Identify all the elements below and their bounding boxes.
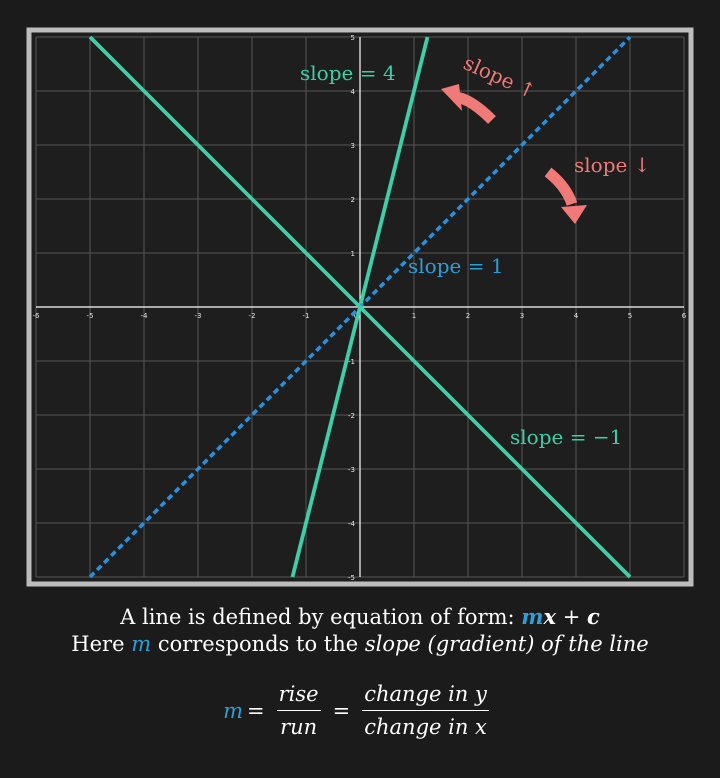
y-tick-label: 1 <box>351 250 355 258</box>
fraction-change-x: change in x <box>364 715 487 739</box>
x-tick-label: 5 <box>628 312 632 320</box>
caption-line-2-prefix: Here <box>71 632 125 656</box>
y-tick-label: -4 <box>348 520 356 528</box>
caption-line-2-mid: corresponds to the <box>157 632 359 656</box>
y-tick-label: 5 <box>351 34 355 42</box>
caption-m: m <box>521 604 544 629</box>
x-tick-label: 1 <box>412 312 416 320</box>
x-tick-label: 3 <box>520 312 524 320</box>
label-slope-1: slope = 1 <box>408 254 504 278</box>
caption-c: c <box>587 604 600 629</box>
caption-line-1-text: A line is defined by equation of form: <box>120 605 515 629</box>
fraction-rise: rise <box>276 682 321 711</box>
slope-down-arrowhead <box>561 205 587 224</box>
series-lines <box>88 35 632 579</box>
slope-arrows <box>441 84 587 224</box>
y-tick-label: -2 <box>348 412 355 420</box>
formula-eq-2: = <box>332 698 351 723</box>
y-tick-label: 4 <box>351 88 356 96</box>
y-tick-label: -5 <box>348 574 355 582</box>
caption-plus: + <box>562 605 581 629</box>
label-slope-down: slope ↓ <box>574 153 650 177</box>
slope-up-arrowhead <box>441 84 462 111</box>
slope-down-arrow <box>544 167 578 206</box>
slope-formula: m = rise run = change in y change in x <box>0 682 720 739</box>
formula-m: m <box>223 698 244 723</box>
y-tick-label: -3 <box>348 466 355 474</box>
x-tick-label: -6 <box>33 312 41 320</box>
x-tick-label: 4 <box>574 312 579 320</box>
label-slope-minus-1: slope = −1 <box>510 425 622 449</box>
x-tick-label: 2 <box>466 312 470 320</box>
caption-line-1: A line is defined by equation of form: m… <box>0 604 720 629</box>
fraction-change: change in y change in x <box>362 682 489 739</box>
fraction-run: run <box>280 715 318 739</box>
x-tick-label: -5 <box>87 312 94 320</box>
caption-line-2: Here m corresponds to the slope (gradien… <box>0 632 720 656</box>
caption-line-2-m: m <box>131 632 152 656</box>
plot-frame <box>26 27 694 587</box>
label-slope-4: slope = 4 <box>300 61 396 85</box>
formula-eq-1: = <box>247 698 265 723</box>
fraction-rise-run: rise run <box>276 682 321 739</box>
y-tick-label: 3 <box>351 142 355 150</box>
y-tick-label: -1 <box>348 358 355 366</box>
x-tick-label: -4 <box>141 312 149 320</box>
x-tick-label: -3 <box>195 312 202 320</box>
series-line-3 <box>88 35 632 579</box>
caption-x: x <box>543 604 557 629</box>
y-tick-label: 2 <box>351 196 355 204</box>
fraction-change-y: change in y <box>362 682 489 711</box>
x-tick-label: 6 <box>682 312 687 320</box>
x-tick-label: -1 <box>303 312 310 320</box>
x-tick-label: -2 <box>249 312 256 320</box>
caption-line-2-italic: slope (gradient) of the line <box>364 632 649 656</box>
